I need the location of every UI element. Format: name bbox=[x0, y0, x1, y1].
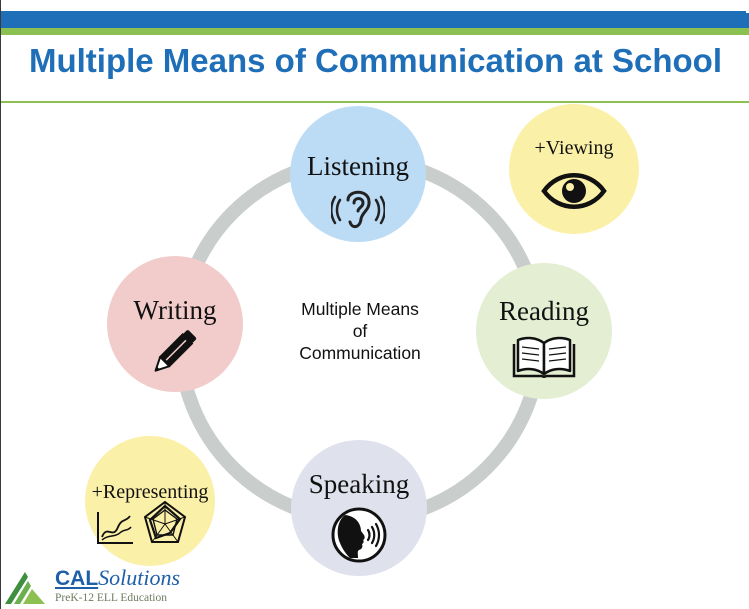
header-blue-bar-tip bbox=[745, 13, 749, 29]
reading-node: Reading bbox=[476, 263, 612, 399]
slide-title: Multiple Means of Communication at Schoo… bbox=[28, 42, 723, 79]
writing-label: Writing bbox=[133, 295, 217, 325]
listening-label: Listening bbox=[307, 151, 409, 181]
cal-solutions-logo: CALSolutions PreK-12 ELL Education bbox=[3, 566, 223, 609]
logo-brand-cal: CAL bbox=[55, 567, 99, 590]
logo-tagline: PreK-12 ELL Education bbox=[55, 592, 167, 604]
speaking-head-icon bbox=[331, 507, 387, 563]
center-caption-line3: Communication bbox=[299, 343, 421, 363]
speaking-node: Speaking bbox=[291, 440, 427, 576]
representing-label: +Representing bbox=[91, 481, 209, 503]
header-green-bar bbox=[1, 28, 749, 35]
eye-icon bbox=[541, 173, 607, 209]
pencil-icon bbox=[154, 330, 197, 372]
writing-node: Writing bbox=[107, 256, 243, 392]
center-caption-line2: of bbox=[352, 321, 368, 341]
line-chart-icon bbox=[97, 512, 133, 544]
title-divider bbox=[1, 101, 749, 103]
center-caption-line1: Multiple Means bbox=[301, 299, 419, 319]
logo-mark-icon bbox=[5, 572, 45, 604]
listening-node: Listening bbox=[290, 106, 426, 242]
reading-label: Reading bbox=[499, 296, 589, 326]
header-blue-bar bbox=[1, 11, 746, 28]
radar-chart-icon bbox=[143, 500, 187, 543]
viewing-node: +Viewing bbox=[509, 104, 639, 234]
viewing-label: +Viewing bbox=[534, 137, 614, 159]
logo-brand-solutions: Solutions bbox=[98, 565, 181, 590]
open-book-icon bbox=[512, 336, 576, 378]
center-caption: Multiple Means of Communication bbox=[259, 298, 461, 364]
speaking-label: Speaking bbox=[308, 469, 410, 499]
ear-icon bbox=[331, 190, 385, 228]
representing-node: +Representing bbox=[85, 436, 215, 566]
